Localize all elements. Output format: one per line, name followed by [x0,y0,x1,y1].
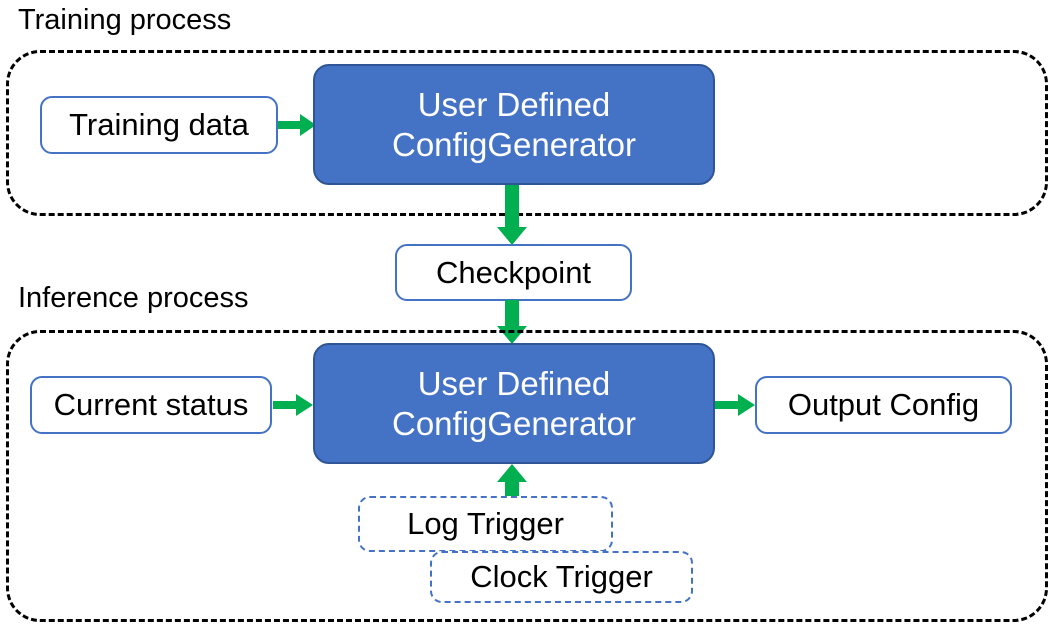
node-log-trigger[interactable]: Log Trigger [358,496,613,552]
node-checkpoint[interactable]: Checkpoint [395,244,632,301]
node-current-status[interactable]: Current status [30,376,272,434]
node-training-config-generator[interactable]: User Defined ConfigGenerator [313,64,715,185]
node-clock-trigger-label: Clock Trigger [470,559,653,594]
node-current-status-label: Current status [53,387,249,422]
node-output-config[interactable]: Output Config [755,376,1012,434]
node-training-data[interactable]: Training data [40,96,278,154]
node-training-config-generator-line1: User Defined [417,85,611,123]
arrow-generator-to-output-config [715,390,757,420]
section-container-training [6,50,1048,216]
node-training-config-generator-line2: ConfigGenerator [392,125,636,163]
node-inference-config-generator-line2: ConfigGenerator [392,404,636,442]
node-inference-config-generator[interactable]: User Defined ConfigGenerator [313,343,715,464]
node-inference-config-generator-line1: User Defined [417,364,611,402]
section-label-inference: Inference process [18,282,249,314]
arrow-training-data-to-generator [278,110,318,140]
arrow-log-trigger-to-generator [497,464,530,500]
node-clock-trigger[interactable]: Clock Trigger [430,551,693,603]
section-label-training: Training process [18,4,232,36]
node-output-config-label: Output Config [787,387,980,422]
node-checkpoint-label: Checkpoint [435,254,592,290]
arrow-checkpoint-to-inference-generator [497,300,530,346]
node-training-data-label: Training data [69,107,249,142]
section-container-inference [6,330,1048,622]
arrow-generator-to-checkpoint [497,185,530,247]
node-log-trigger-label: Log Trigger [407,506,564,541]
arrow-current-status-to-generator [273,390,315,420]
